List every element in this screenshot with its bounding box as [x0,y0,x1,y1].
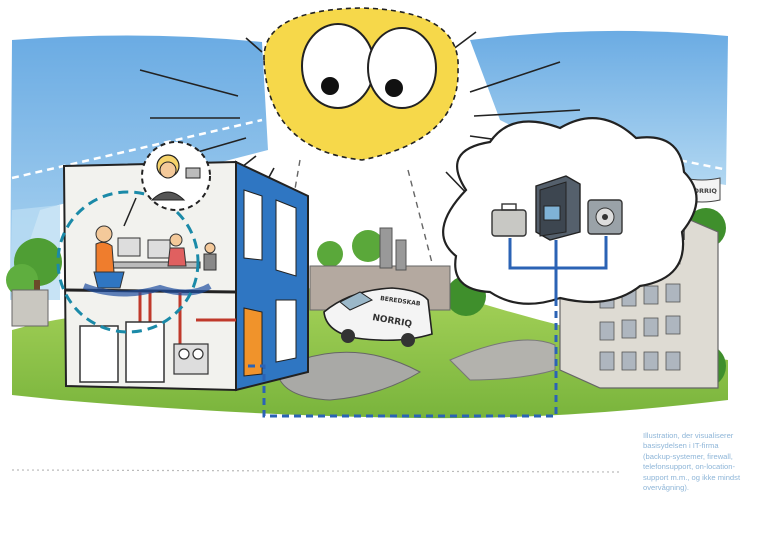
tree-middle [317,230,486,316]
briefcase-icon [491,203,527,237]
sun [263,7,459,161]
server-rack-icon [535,175,581,241]
tree-left [6,238,62,314]
network-link [248,300,558,418]
service-cloud [442,116,698,305]
illustration-caption: Illustration, der visualiserer basisydel… [643,431,741,493]
support-operator-bubble [123,141,211,227]
office-highlight-circle [56,190,200,334]
ground-dashed-line [11,469,621,473]
office-desk [93,225,217,289]
flag-text: NORRIQ [688,187,717,195]
cloud-connections [508,236,608,300]
safe-icon [587,199,623,235]
office-building-left [62,160,309,392]
server-room-tape [173,343,209,375]
service-van: BEREDSKAB NORRIQ [323,287,433,347]
